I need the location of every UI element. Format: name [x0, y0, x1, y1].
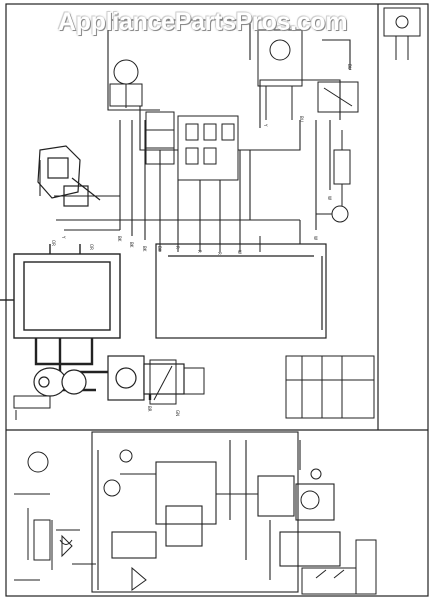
schematic-lower — [91, 431, 341, 593]
wire-label: BK — [129, 242, 134, 248]
interlock-switches — [301, 567, 357, 595]
wire-label: R — [197, 250, 202, 253]
magnetron — [107, 355, 185, 401]
lower-hv-symbols — [14, 493, 96, 581]
wire-label: BR — [147, 406, 152, 412]
wire-label: BU — [299, 116, 304, 122]
watermark-text: AppliancePartsPros.com — [58, 8, 348, 36]
control-board — [155, 243, 327, 339]
wire-legend-table — [285, 355, 375, 419]
wire-label: Y — [263, 123, 268, 127]
fuse — [333, 130, 351, 206]
wire-label: OR — [51, 240, 56, 246]
wire-label: OR — [89, 244, 94, 250]
wire-label: W — [313, 236, 318, 240]
wire-label: R — [217, 252, 222, 255]
turntable-motor — [257, 29, 303, 120]
noise-filter — [317, 81, 359, 113]
wire-label: Y — [61, 235, 66, 239]
wire-label: BK — [142, 246, 147, 252]
oven-lamp — [109, 59, 143, 108]
wire-label: BU — [347, 64, 352, 70]
lower-components — [27, 449, 322, 591]
wire-label: BK — [157, 246, 162, 252]
relay-block — [177, 115, 239, 181]
fan-motor — [316, 205, 349, 223]
side-label-box — [355, 539, 377, 595]
wire-label: R — [175, 246, 180, 249]
wire-label: GN — [175, 410, 180, 416]
wire-label: W — [237, 250, 242, 254]
thermal-protector — [37, 145, 101, 207]
wire-label: W — [327, 196, 332, 200]
hv-diode — [13, 395, 51, 420]
hv-capacitor — [33, 367, 87, 397]
magnetron-thermostat — [149, 359, 205, 405]
power-plug-module — [383, 7, 421, 60]
interlock-cluster — [145, 111, 175, 165]
wiring-trunks — [39, 19, 351, 300]
wire-label: BK — [117, 236, 122, 242]
board-connectors — [159, 236, 261, 252]
hv-transformer — [0, 244, 121, 339]
